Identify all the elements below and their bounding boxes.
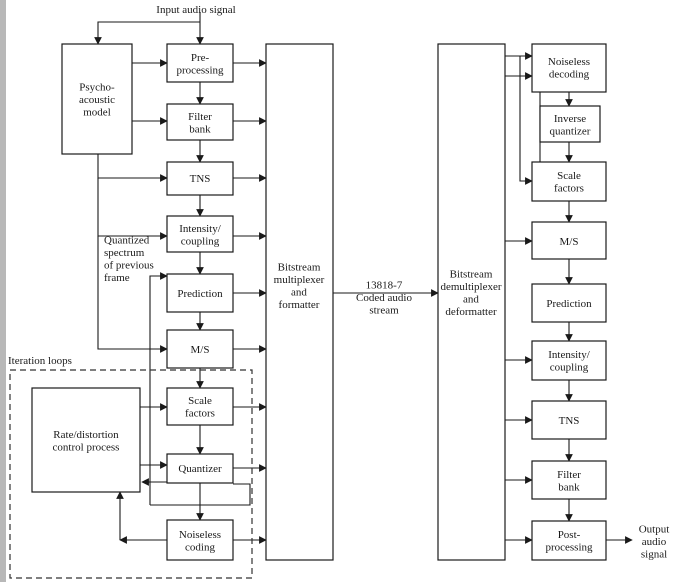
- decoder-ms-label: M/S: [560, 236, 579, 248]
- tns-label: TNS: [190, 173, 211, 185]
- intensity-coupling-block: Intensity/coupling: [166, 215, 234, 253]
- preprocessing-label: Pre-processing: [176, 52, 224, 77]
- decoder-intensity-coupling-block: Intensity/coupling: [531, 340, 607, 381]
- prediction-label: Prediction: [177, 288, 223, 300]
- tns-block: TNS: [166, 161, 234, 196]
- postprocessing-label: Post-processing: [545, 529, 593, 554]
- ms-label: M/S: [191, 344, 210, 356]
- quantizer-label: Quantizer: [178, 463, 222, 475]
- decoder-prediction-block: Prediction: [531, 283, 607, 323]
- decoder-intensity-coupling-label: Intensity/coupling: [548, 349, 590, 374]
- prediction-block: Prediction: [166, 273, 234, 313]
- ms-block: M/S: [166, 329, 234, 369]
- decoder-tns-block: TNS: [531, 400, 607, 440]
- quantizer-block: Quantizer: [166, 453, 234, 484]
- decoder-ms-block: M/S: [531, 221, 607, 260]
- decoder-prediction-label: Prediction: [546, 298, 592, 310]
- postprocessing-block: Post-processing: [531, 520, 607, 561]
- decoder-tns-label: TNS: [559, 415, 580, 427]
- iteration-loops-region: [9, 369, 253, 579]
- iteration-loops-label: Iteration loops: [8, 355, 72, 367]
- window-edge: [0, 0, 6, 582]
- preprocessing-block: Pre-processing: [166, 43, 234, 83]
- input-audio-signal-label: Input audio signal: [156, 4, 235, 16]
- intensity-coupling-label: Intensity/coupling: [179, 223, 221, 248]
